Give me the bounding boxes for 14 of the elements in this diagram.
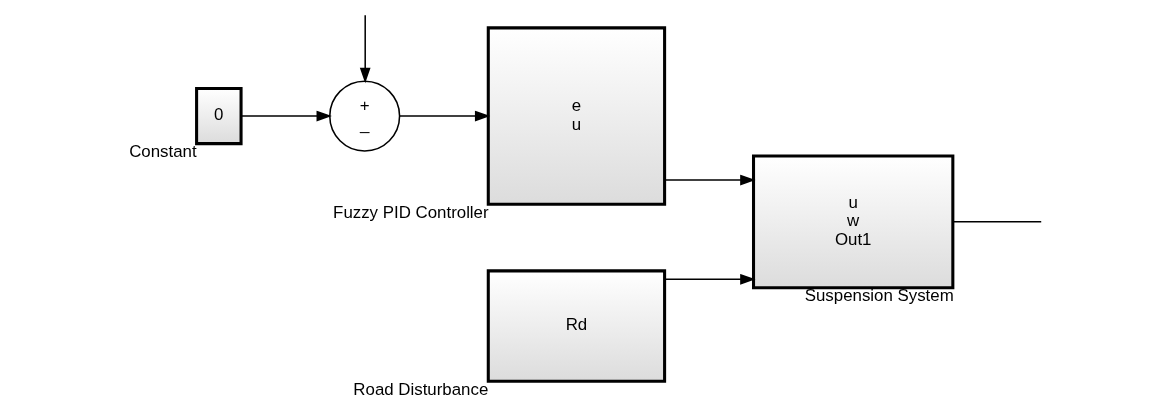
arrow — [398, 110, 490, 122]
node-label: Road Disturbance — [352, 379, 488, 399]
arrow — [663, 273, 755, 285]
node-box: Rd — [486, 269, 666, 383]
arrow — [359, 14, 371, 84]
arrow — [663, 174, 755, 186]
node-box: e u — [486, 26, 666, 206]
node-label: Constant — [128, 142, 197, 162]
node-box: u w Out1 — [751, 154, 954, 290]
node-box: 0 — [194, 86, 243, 146]
node-label: Fuzzy PID Controller — [332, 202, 489, 222]
node-circle: + _ — [328, 80, 400, 152]
connector — [952, 221, 1042, 223]
arrow — [240, 110, 332, 122]
